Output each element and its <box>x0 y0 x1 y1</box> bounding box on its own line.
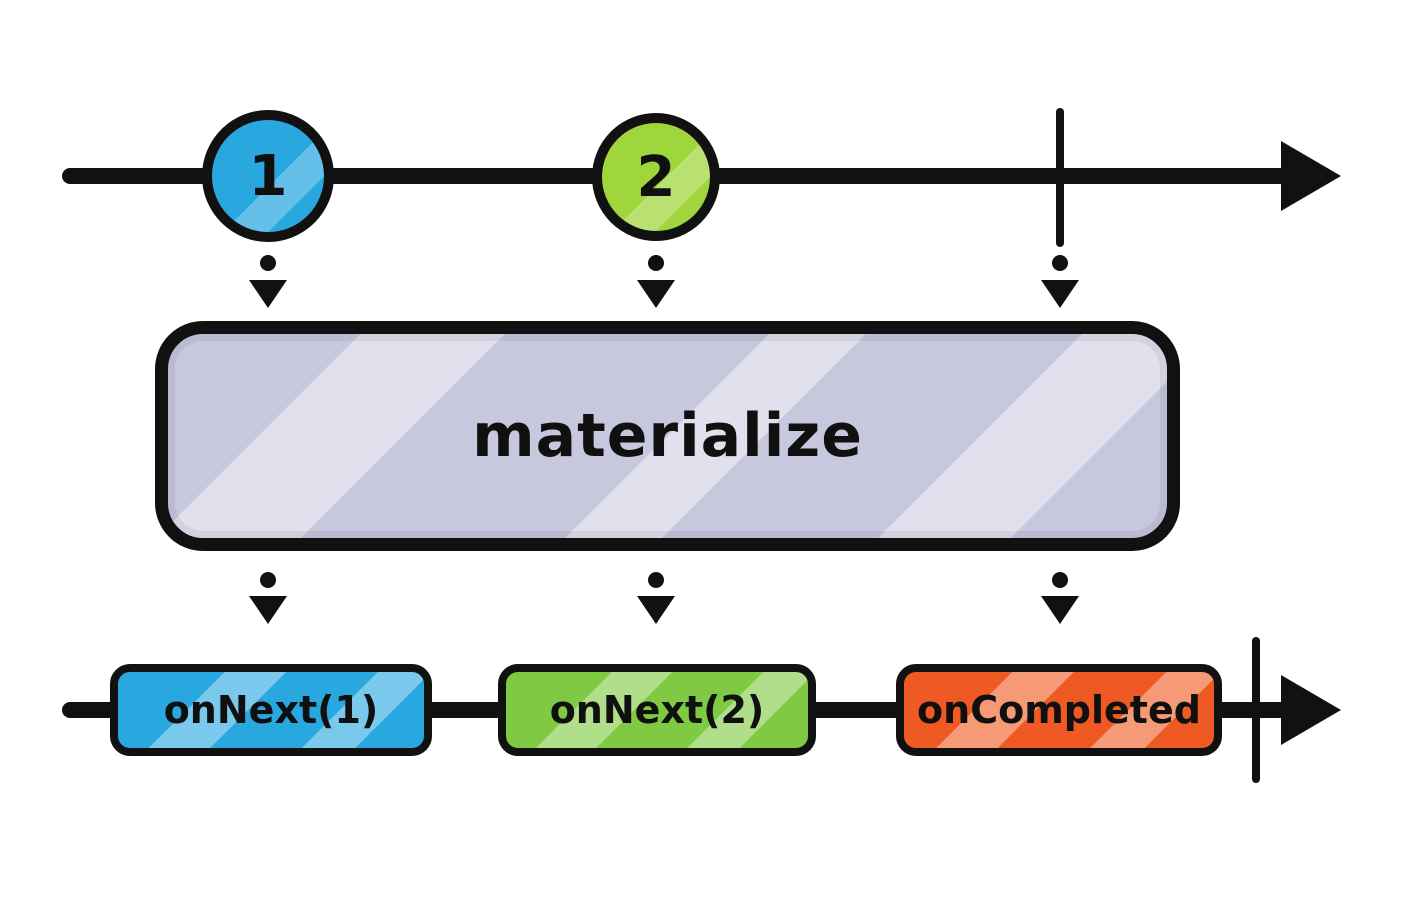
event-oncompleted: onCompleted <box>896 664 1222 756</box>
down-arrow-icon <box>249 572 287 624</box>
result-complete-tick <box>1252 637 1260 783</box>
operator-box: materialize <box>155 321 1180 551</box>
event-oncompleted-label: onCompleted <box>917 688 1201 732</box>
operator-label: materialize <box>472 401 863 471</box>
event-onnext-1: onNext(1) <box>110 664 432 756</box>
result-timeline-arrowhead-icon <box>1281 675 1341 745</box>
source-complete-tick <box>1056 108 1064 247</box>
event-onnext-1-label: onNext(1) <box>163 688 379 732</box>
marble-2-label: 2 <box>636 144 676 210</box>
source-timeline-arrowhead-icon <box>1281 141 1341 211</box>
event-onnext-2-label: onNext(2) <box>549 688 765 732</box>
down-arrow-icon <box>1041 255 1079 308</box>
event-onnext-2: onNext(2) <box>498 664 816 756</box>
marble-2: 2 <box>592 113 720 241</box>
down-arrow-icon <box>249 255 287 308</box>
marble-1-label: 1 <box>248 143 288 209</box>
down-arrow-icon <box>637 255 675 308</box>
marble-1: 1 <box>202 110 334 242</box>
down-arrow-icon <box>1041 572 1079 624</box>
down-arrow-icon <box>637 572 675 624</box>
